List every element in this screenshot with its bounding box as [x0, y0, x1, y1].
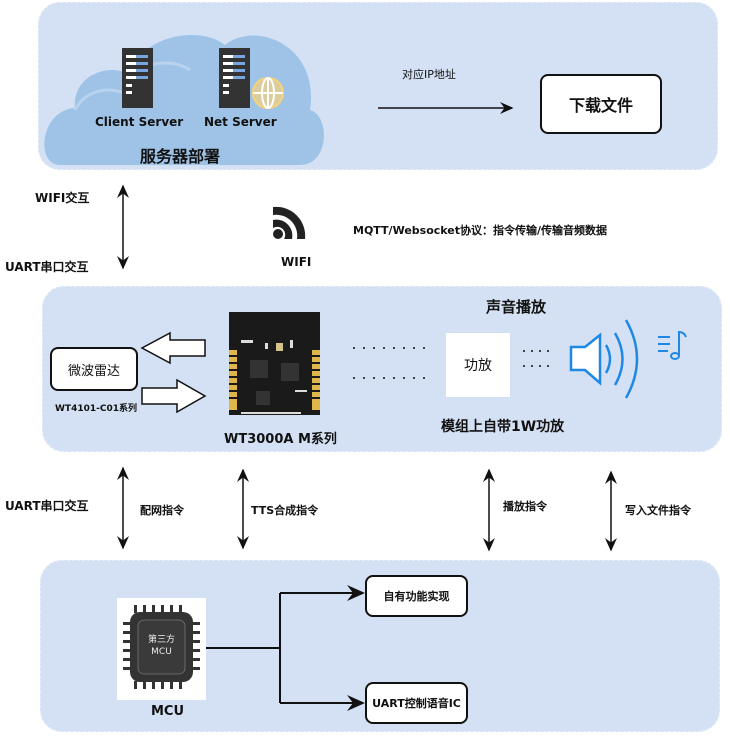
uart-control-box: UART控制语音IC [365, 682, 468, 724]
tts-cmd-label: TTS合成指令 [251, 504, 319, 517]
network-cmd-label: 配网指令 [140, 504, 184, 517]
module-name-label: WT3000A M系列 [224, 432, 337, 447]
music-note-icon [658, 330, 687, 360]
right-hollow-arrow [141, 378, 207, 414]
globe-icon [252, 77, 284, 109]
net-server-label: Net Server [204, 115, 277, 129]
mcu-label: MCU [151, 704, 185, 719]
net-server-icon [219, 48, 250, 108]
play-cmd-label: 播放指令 [503, 500, 547, 513]
wifi-label: WIFI [281, 255, 312, 269]
radar-series-label: WT4101-C01系列 [55, 404, 137, 414]
amp-note: 模组上自带1W功放 [441, 419, 565, 435]
ip-label: 对应IP地址 [402, 68, 456, 81]
wifi-icon [273, 206, 306, 239]
client-server-label: Client Server [95, 115, 184, 129]
protocol-label: MQTT/Websocket协议：指令传输/传输音频数据 [353, 224, 608, 237]
radar-box: 微波雷达 [50, 347, 138, 391]
write-cmd-label: 写入文件指令 [625, 504, 691, 517]
speaker-icon [569, 319, 639, 399]
own-function-box: 自有功能实现 [365, 575, 468, 617]
uart-interact-bottom-label: UART串口交互 [5, 499, 89, 513]
amp-box: 功放 [446, 333, 510, 397]
mcu-connector [206, 593, 281, 703]
sound-title: 声音播放 [486, 298, 547, 316]
wt3000a-chip-icon [229, 312, 320, 415]
server-title: 服务器部署 [140, 147, 221, 166]
client-server-icon [122, 48, 153, 108]
wifi-interact-label: WIFI交互 [35, 191, 90, 205]
left-hollow-arrow [140, 331, 206, 365]
dotted-connector [353, 347, 549, 379]
download-file-box: 下载文件 [540, 74, 662, 134]
uart-interact-label: UART串口交互 [5, 260, 89, 274]
mcu-chip-icon [123, 605, 200, 689]
